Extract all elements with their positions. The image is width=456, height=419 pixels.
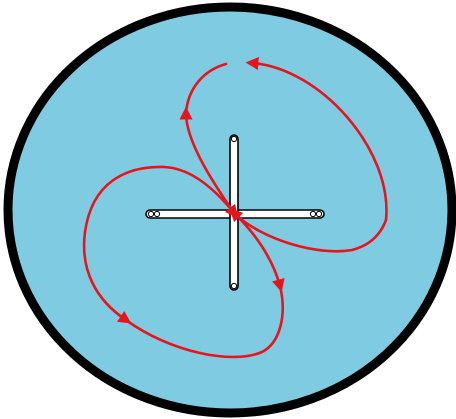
diagram-svg <box>0 0 456 419</box>
diagram-stage <box>0 0 456 419</box>
